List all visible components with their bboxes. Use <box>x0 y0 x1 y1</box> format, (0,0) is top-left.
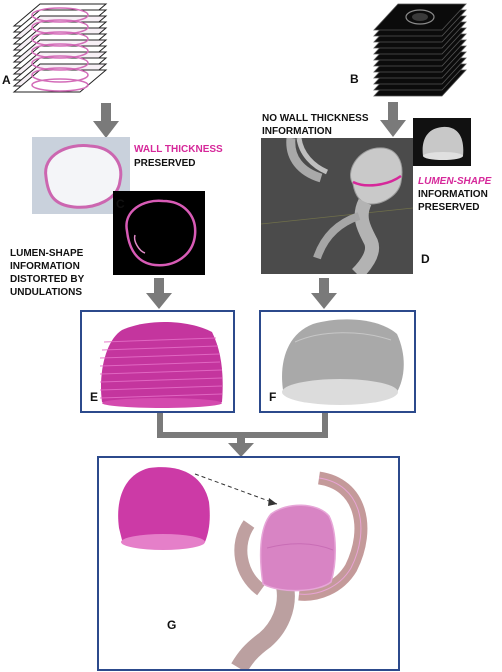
caption-lumen-shape-distorted: LUMEN-SHAPE INFORMATION DISTORTED BY UND… <box>10 248 85 298</box>
lumen-shape-thumbnail <box>413 118 471 166</box>
label-d: D <box>421 252 430 266</box>
histology-slice-stack <box>10 0 110 102</box>
arrow-b-to-d <box>380 102 406 138</box>
panel-e-histology-model: E <box>80 310 235 413</box>
caption-no-wall-thickness: NO WALL THICKNESS INFORMATION <box>262 113 369 137</box>
histology-segmented-image <box>113 191 205 275</box>
caption-preserved: PRESERVED <box>134 158 196 169</box>
caption-information-preserved: INFORMATION PRESERVED <box>418 189 488 213</box>
label-f: F <box>269 390 277 404</box>
arrow-c-to-e <box>146 278 172 310</box>
panel-g-combined-model: G <box>97 456 400 671</box>
label-e: E <box>90 390 99 404</box>
ct-slice-stack <box>368 0 468 100</box>
vessel-3d-render <box>261 138 413 274</box>
label-g: G <box>167 618 177 632</box>
label-b: B <box>350 72 359 86</box>
label-c: C <box>116 197 125 211</box>
caption-wall-thickness: WALL THICKNESS <box>134 144 223 155</box>
caption-lumen-shape: LUMEN-SHAPE <box>418 176 492 187</box>
label-a: A <box>2 73 11 87</box>
merge-connector <box>150 413 340 458</box>
arrow-d-to-f <box>311 278 337 310</box>
panel-f-ct-model: F <box>259 310 416 413</box>
arrow-a-to-c <box>93 103 119 139</box>
